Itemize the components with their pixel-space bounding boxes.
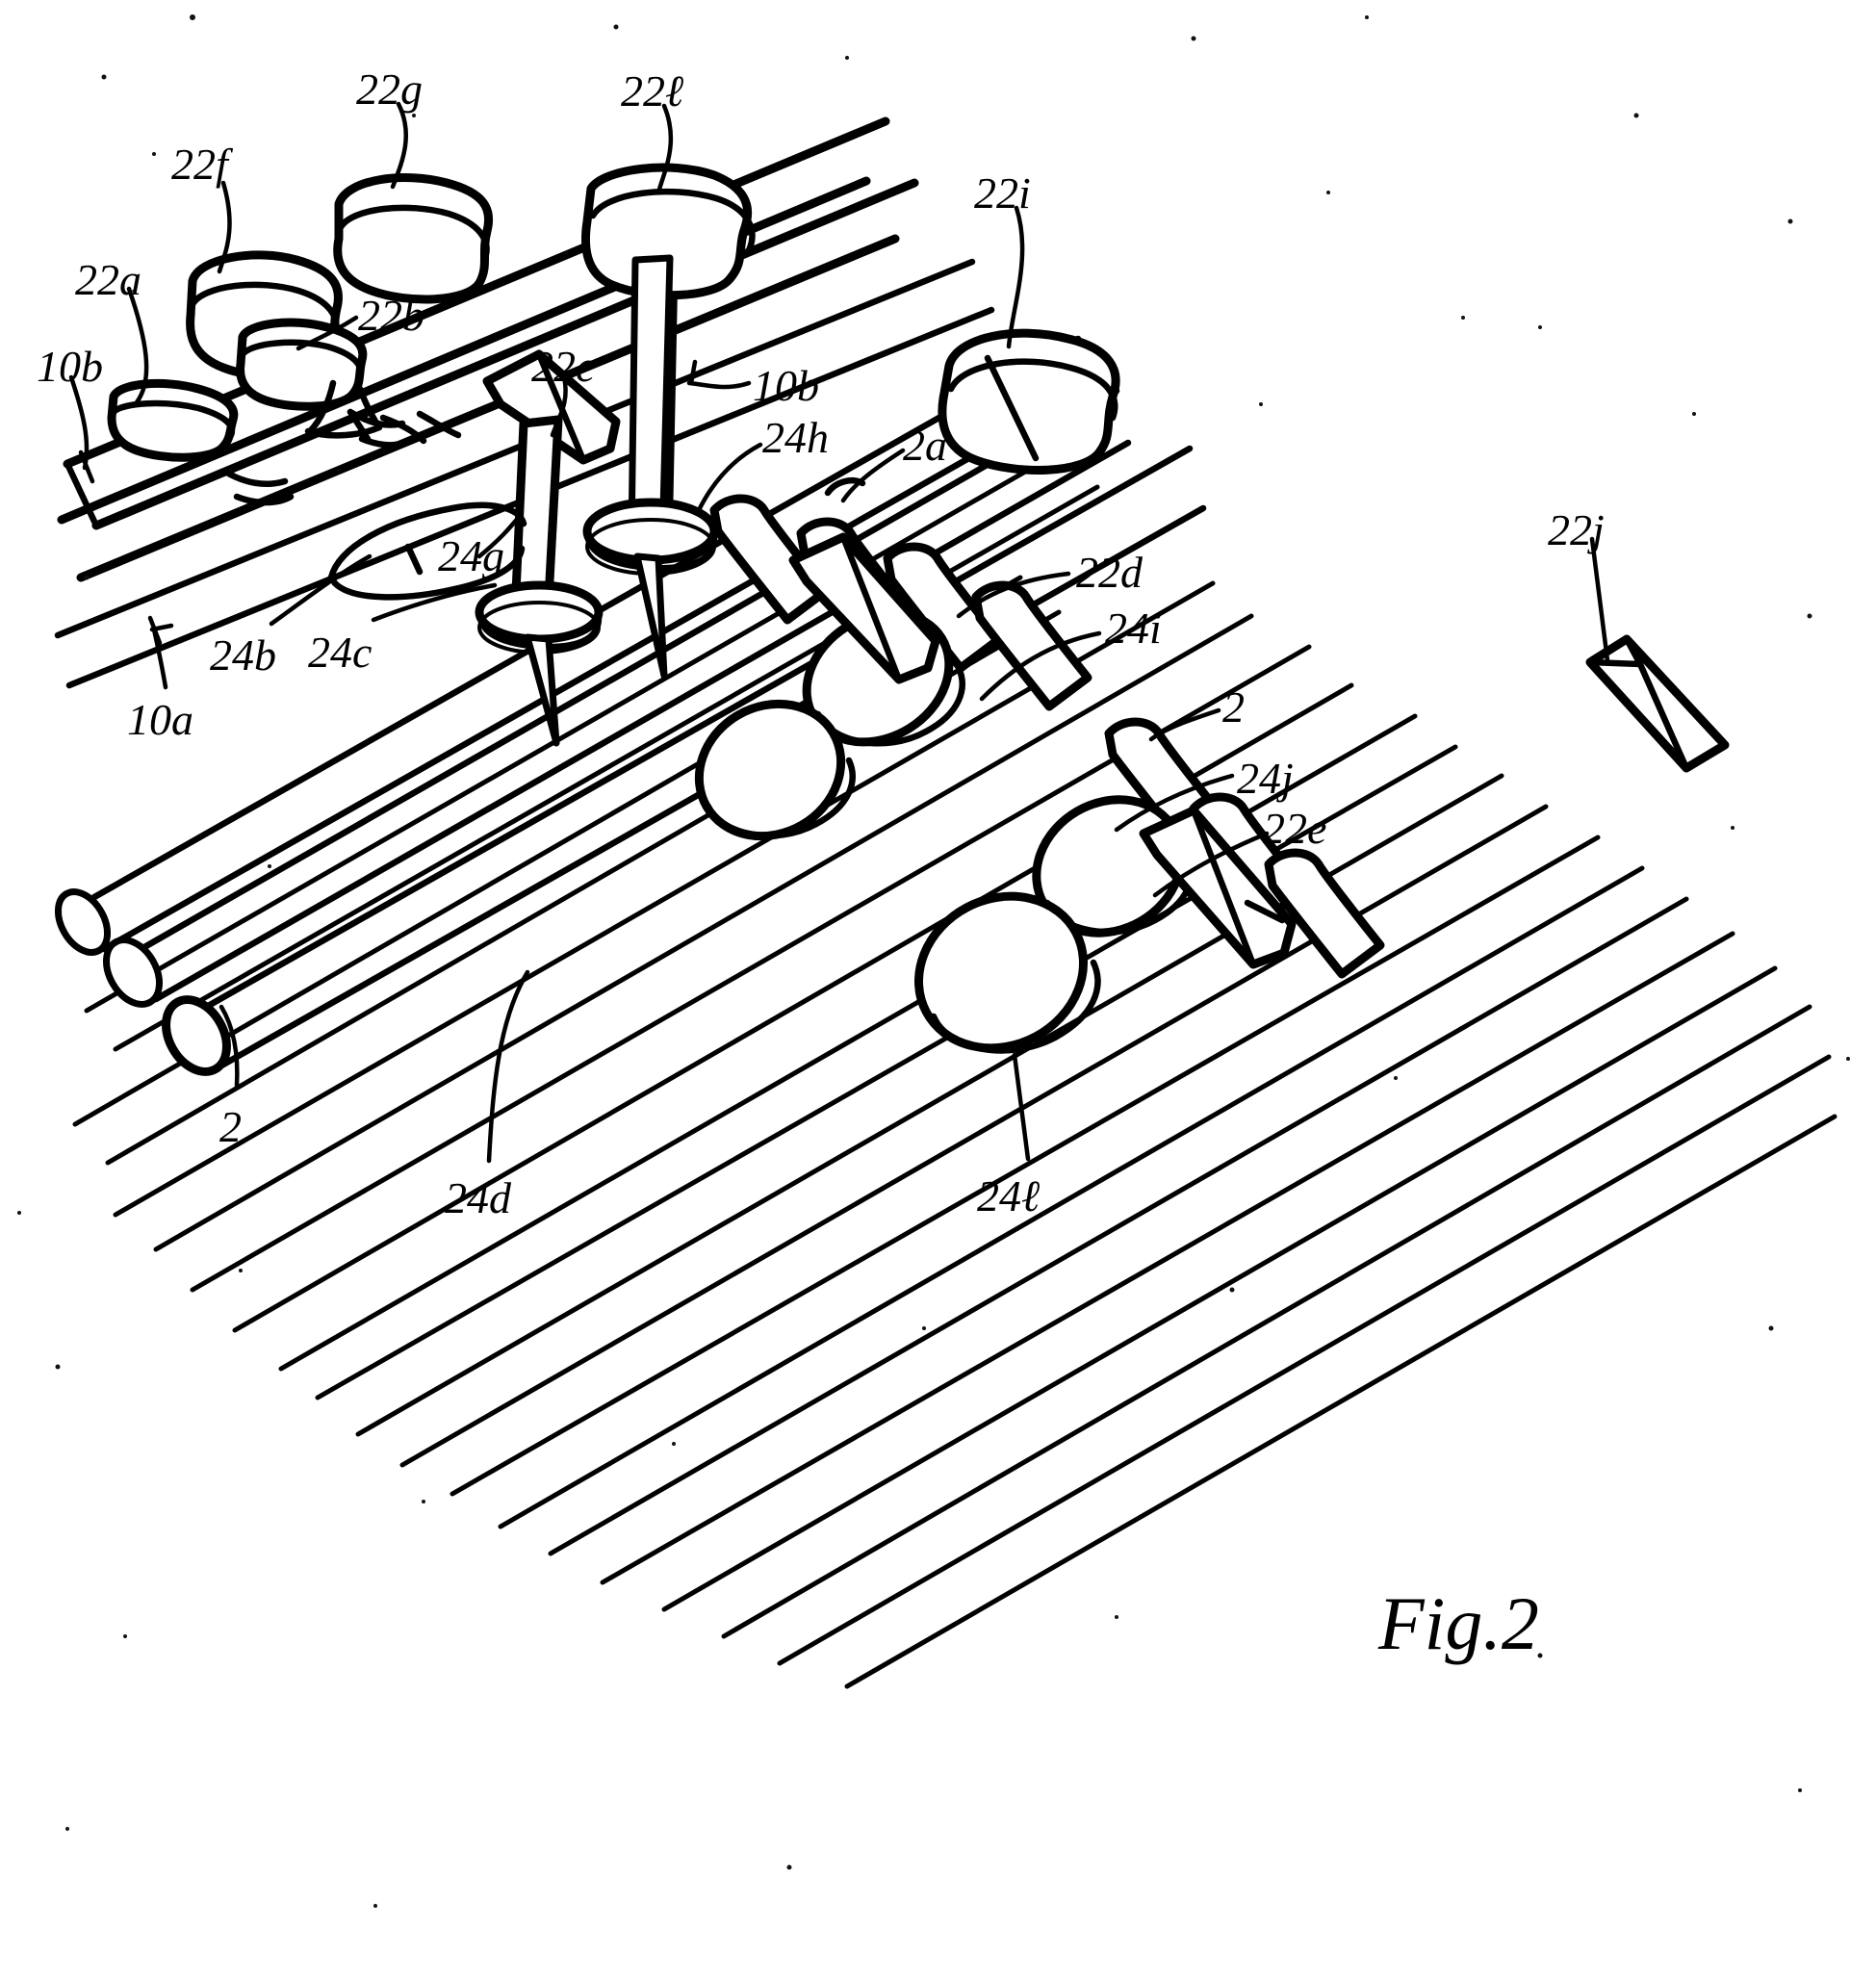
pin-22c	[475, 349, 621, 747]
rail-notches	[221, 408, 412, 506]
l-22g: 22g	[356, 64, 423, 114]
l-2-right: 2	[1222, 682, 1245, 732]
l-2-bottom: 2	[219, 1102, 242, 1151]
l-22i: 22i	[974, 168, 1031, 218]
leader-22g	[390, 101, 408, 190]
rod-tip-group-right-bottom	[914, 717, 1385, 1054]
leader-10b-right	[686, 380, 752, 390]
leader-2a	[840, 448, 906, 503]
leader-24j	[1114, 773, 1235, 833]
figure-caption: Fig.2	[1378, 1581, 1539, 1665]
leader-22f	[217, 180, 232, 274]
leader-24h	[696, 442, 763, 513]
leader-2-bottom	[218, 1004, 240, 1089]
l-22j: 22j	[1548, 505, 1605, 554]
leader-24g	[476, 513, 523, 559]
l-22f: 22f	[171, 140, 228, 189]
leader-22l	[655, 103, 674, 195]
l-10b-left: 10b	[37, 342, 103, 391]
rod-tip-group-right	[694, 494, 1092, 841]
leader-24i	[979, 630, 1102, 702]
scan-speckles	[17, 14, 1850, 1908]
rod-end-caps	[54, 888, 231, 1076]
l-10b-right: 10b	[753, 361, 819, 410]
leader-22j	[1589, 536, 1610, 663]
leader-22a	[126, 286, 149, 405]
l-22a: 22a	[75, 255, 141, 304]
leader-22i	[1006, 205, 1025, 349]
rod-array	[54, 335, 1837, 1689]
leader-22b	[296, 315, 359, 351]
pin-22b-foot	[304, 379, 462, 445]
l-22e: 22e	[1263, 804, 1327, 853]
l-22d: 22d	[1076, 548, 1143, 597]
l-22b: 22b	[358, 291, 424, 340]
pin-22l	[580, 163, 756, 680]
l-24g: 24g	[438, 531, 504, 580]
l-22c: 22c	[531, 342, 596, 391]
l-24j: 24j	[1237, 754, 1294, 803]
l-24b: 24b	[210, 630, 276, 680]
leader-10b-left	[68, 374, 90, 471]
leader-24c	[371, 582, 498, 623]
leader-24e	[1012, 1052, 1031, 1162]
l-2a: 2a	[903, 421, 947, 470]
leader-ticks	[78, 359, 698, 646]
leader-24d	[486, 969, 530, 1164]
leader-22e	[1152, 831, 1270, 898]
leader-24b	[269, 553, 373, 627]
l-24c: 24c	[308, 628, 373, 677]
leader-22d	[956, 571, 1071, 619]
l-10a: 10a	[127, 695, 193, 744]
l-24h: 24h	[762, 413, 829, 462]
pin-22i	[938, 328, 1120, 475]
leader-22c	[550, 374, 568, 438]
l-24e: 24ℓ	[977, 1171, 1041, 1220]
l-24i: 24i	[1105, 604, 1162, 653]
pin-22j	[1585, 634, 1730, 773]
leader-2-right	[1148, 707, 1221, 742]
l-22l: 22ℓ	[621, 66, 684, 116]
pin-22g	[333, 173, 494, 304]
l-24d: 24d	[445, 1173, 511, 1222]
